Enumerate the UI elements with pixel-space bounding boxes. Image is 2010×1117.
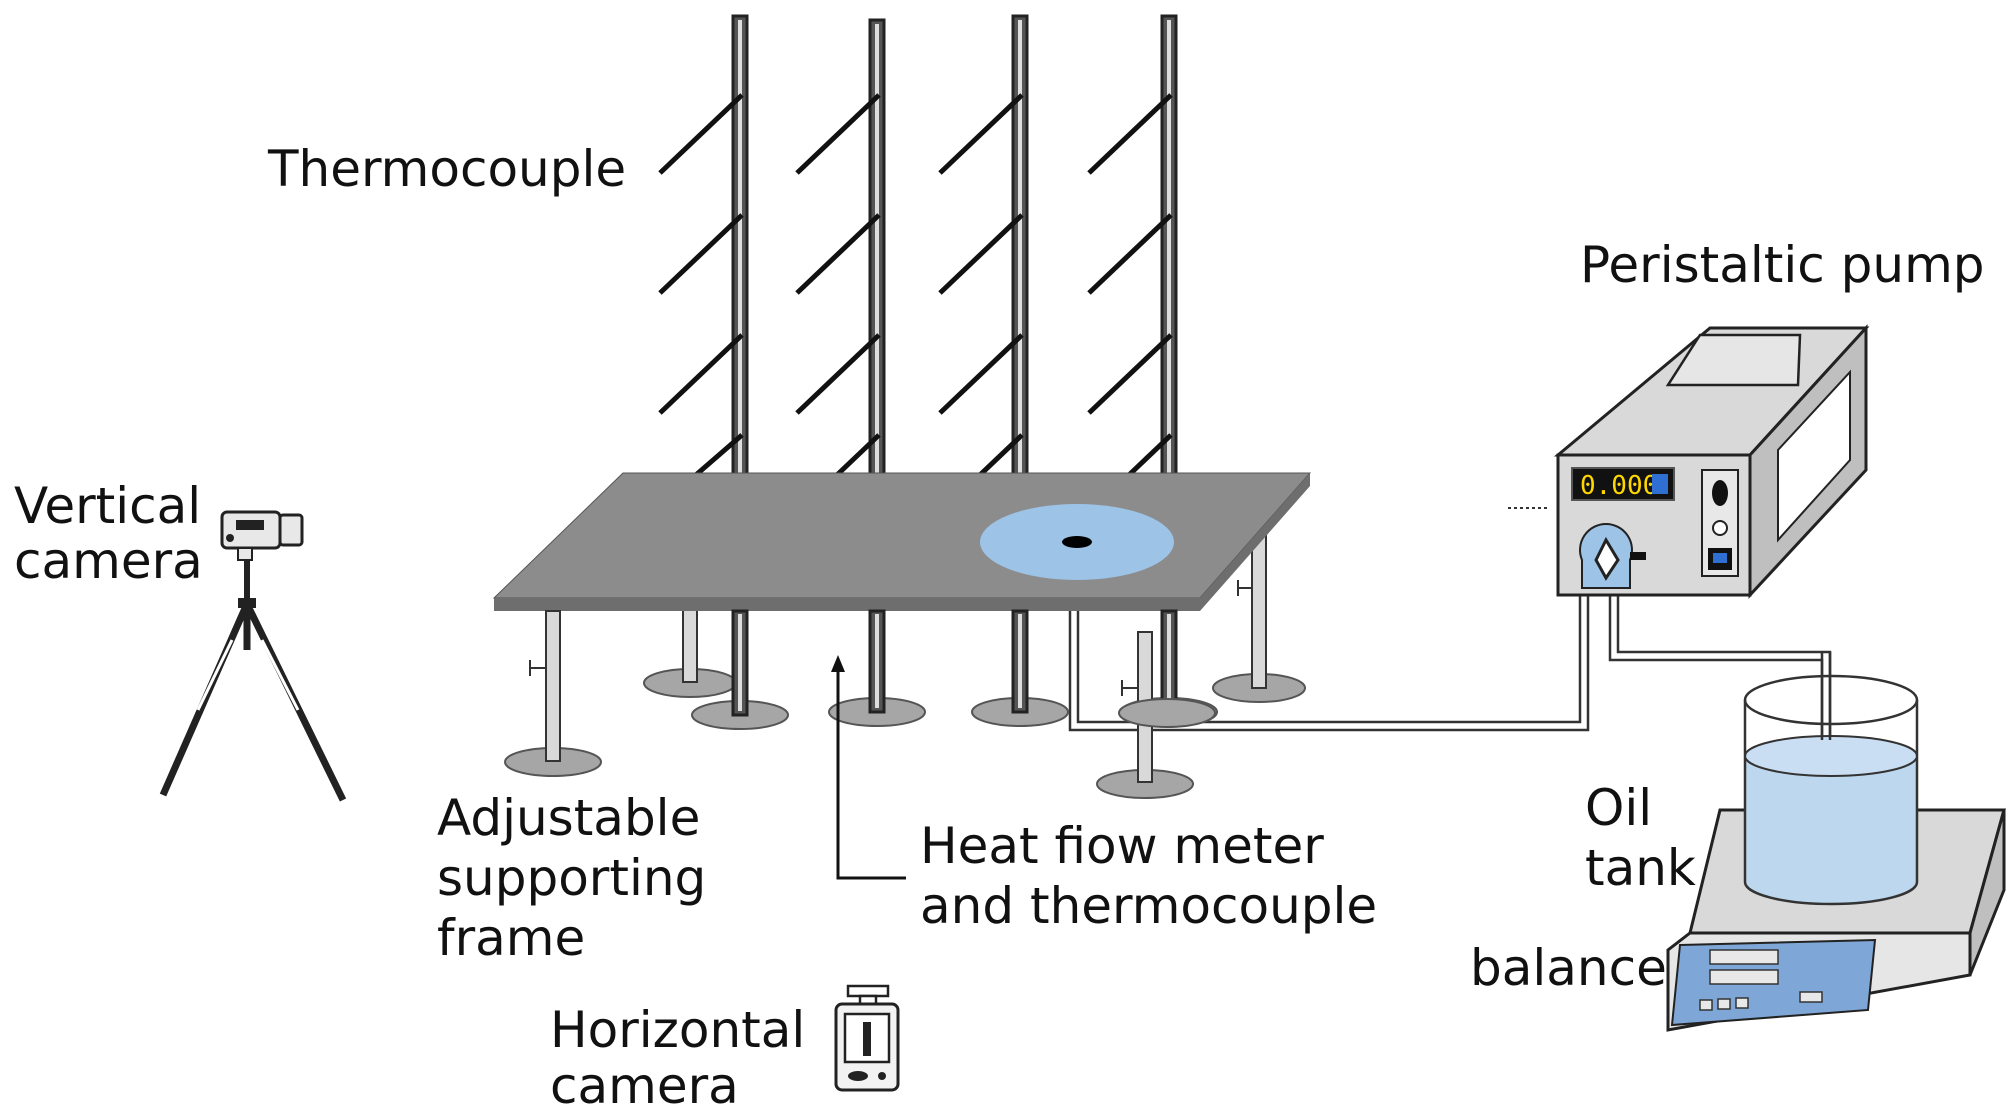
support-legs-back: [643, 529, 1306, 703]
heat-flow-label-line1: Heat fiow meter: [920, 817, 1324, 875]
horizontal-camera-icon: [834, 984, 900, 1092]
adjustable-frame-label-line2: supporting: [437, 849, 706, 907]
heat-flow-arrow: [831, 655, 906, 880]
labels: Thermocouple Vertical camera Peristaltic…: [14, 140, 1985, 1115]
thermocouple-probe: [1087, 333, 1173, 415]
thermocouple-probe: [795, 213, 881, 295]
adjustable-frame-label-line3: frame: [437, 909, 585, 967]
heat-flow-label-line2: and thermocouple: [920, 877, 1377, 935]
thermocouple-probe: [795, 93, 881, 175]
thermocouple-probe: [658, 333, 744, 415]
tripod-camera-icon: [159, 510, 347, 802]
thermocouple-probe: [658, 93, 744, 175]
thermocouple-probe: [938, 93, 1024, 175]
thermocouple-probe: [938, 213, 1024, 295]
thermocouple-probe: [795, 333, 881, 415]
oil-tank-label-line2: tank: [1585, 839, 1696, 897]
thermocouple-label: Thermocouple: [267, 140, 626, 198]
thermocouple-poles: [650, 14, 1178, 515]
balance-label: balance: [1470, 939, 1667, 997]
vertical-camera-label-line2: camera: [14, 532, 203, 590]
oil-tank-label-line1: Oil: [1585, 779, 1652, 837]
adjustable-frame-label-line1: Adjustable: [437, 789, 700, 847]
peristaltic-pump-icon: 0.000: [1508, 324, 1870, 599]
thermocouple-probe: [1087, 213, 1173, 295]
horizontal-camera-label-line2: camera: [550, 1057, 739, 1115]
test-plate: [492, 472, 1312, 611]
support-legs-front: [504, 610, 1216, 799]
horizontal-camera-label-line1: Horizontal: [550, 1001, 805, 1059]
pump-display-value: 0.000: [1580, 471, 1658, 501]
oil-tank-icon: [1743, 652, 1919, 906]
peristaltic-pump-label: Peristaltic pump: [1580, 236, 1985, 294]
heat-flow-meter-sensor: [1062, 536, 1092, 548]
thermocouple-probe: [938, 333, 1024, 415]
thermocouple-probe: [1087, 93, 1173, 175]
vertical-camera-label-line1: Vertical: [14, 477, 201, 535]
thermocouple-probe: [658, 213, 744, 295]
